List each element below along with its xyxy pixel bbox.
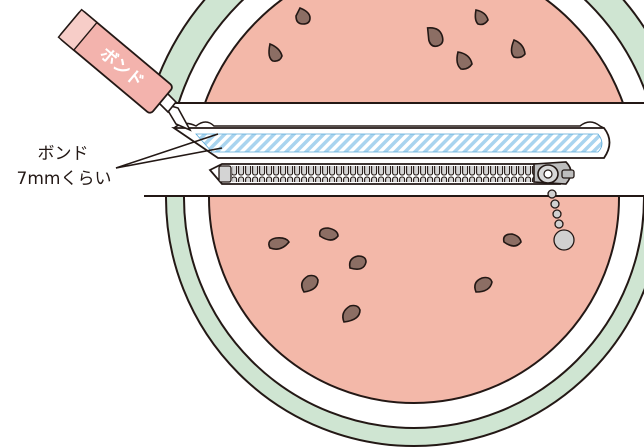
zipper-teeth xyxy=(232,166,544,182)
seed xyxy=(350,256,366,269)
callout-label-glue: ボンド xyxy=(18,143,108,165)
glue-strip xyxy=(174,122,610,158)
zipper-slider xyxy=(534,162,574,184)
zipper-stop xyxy=(219,166,231,182)
callout-label-width: 7mmくらい xyxy=(2,168,126,190)
